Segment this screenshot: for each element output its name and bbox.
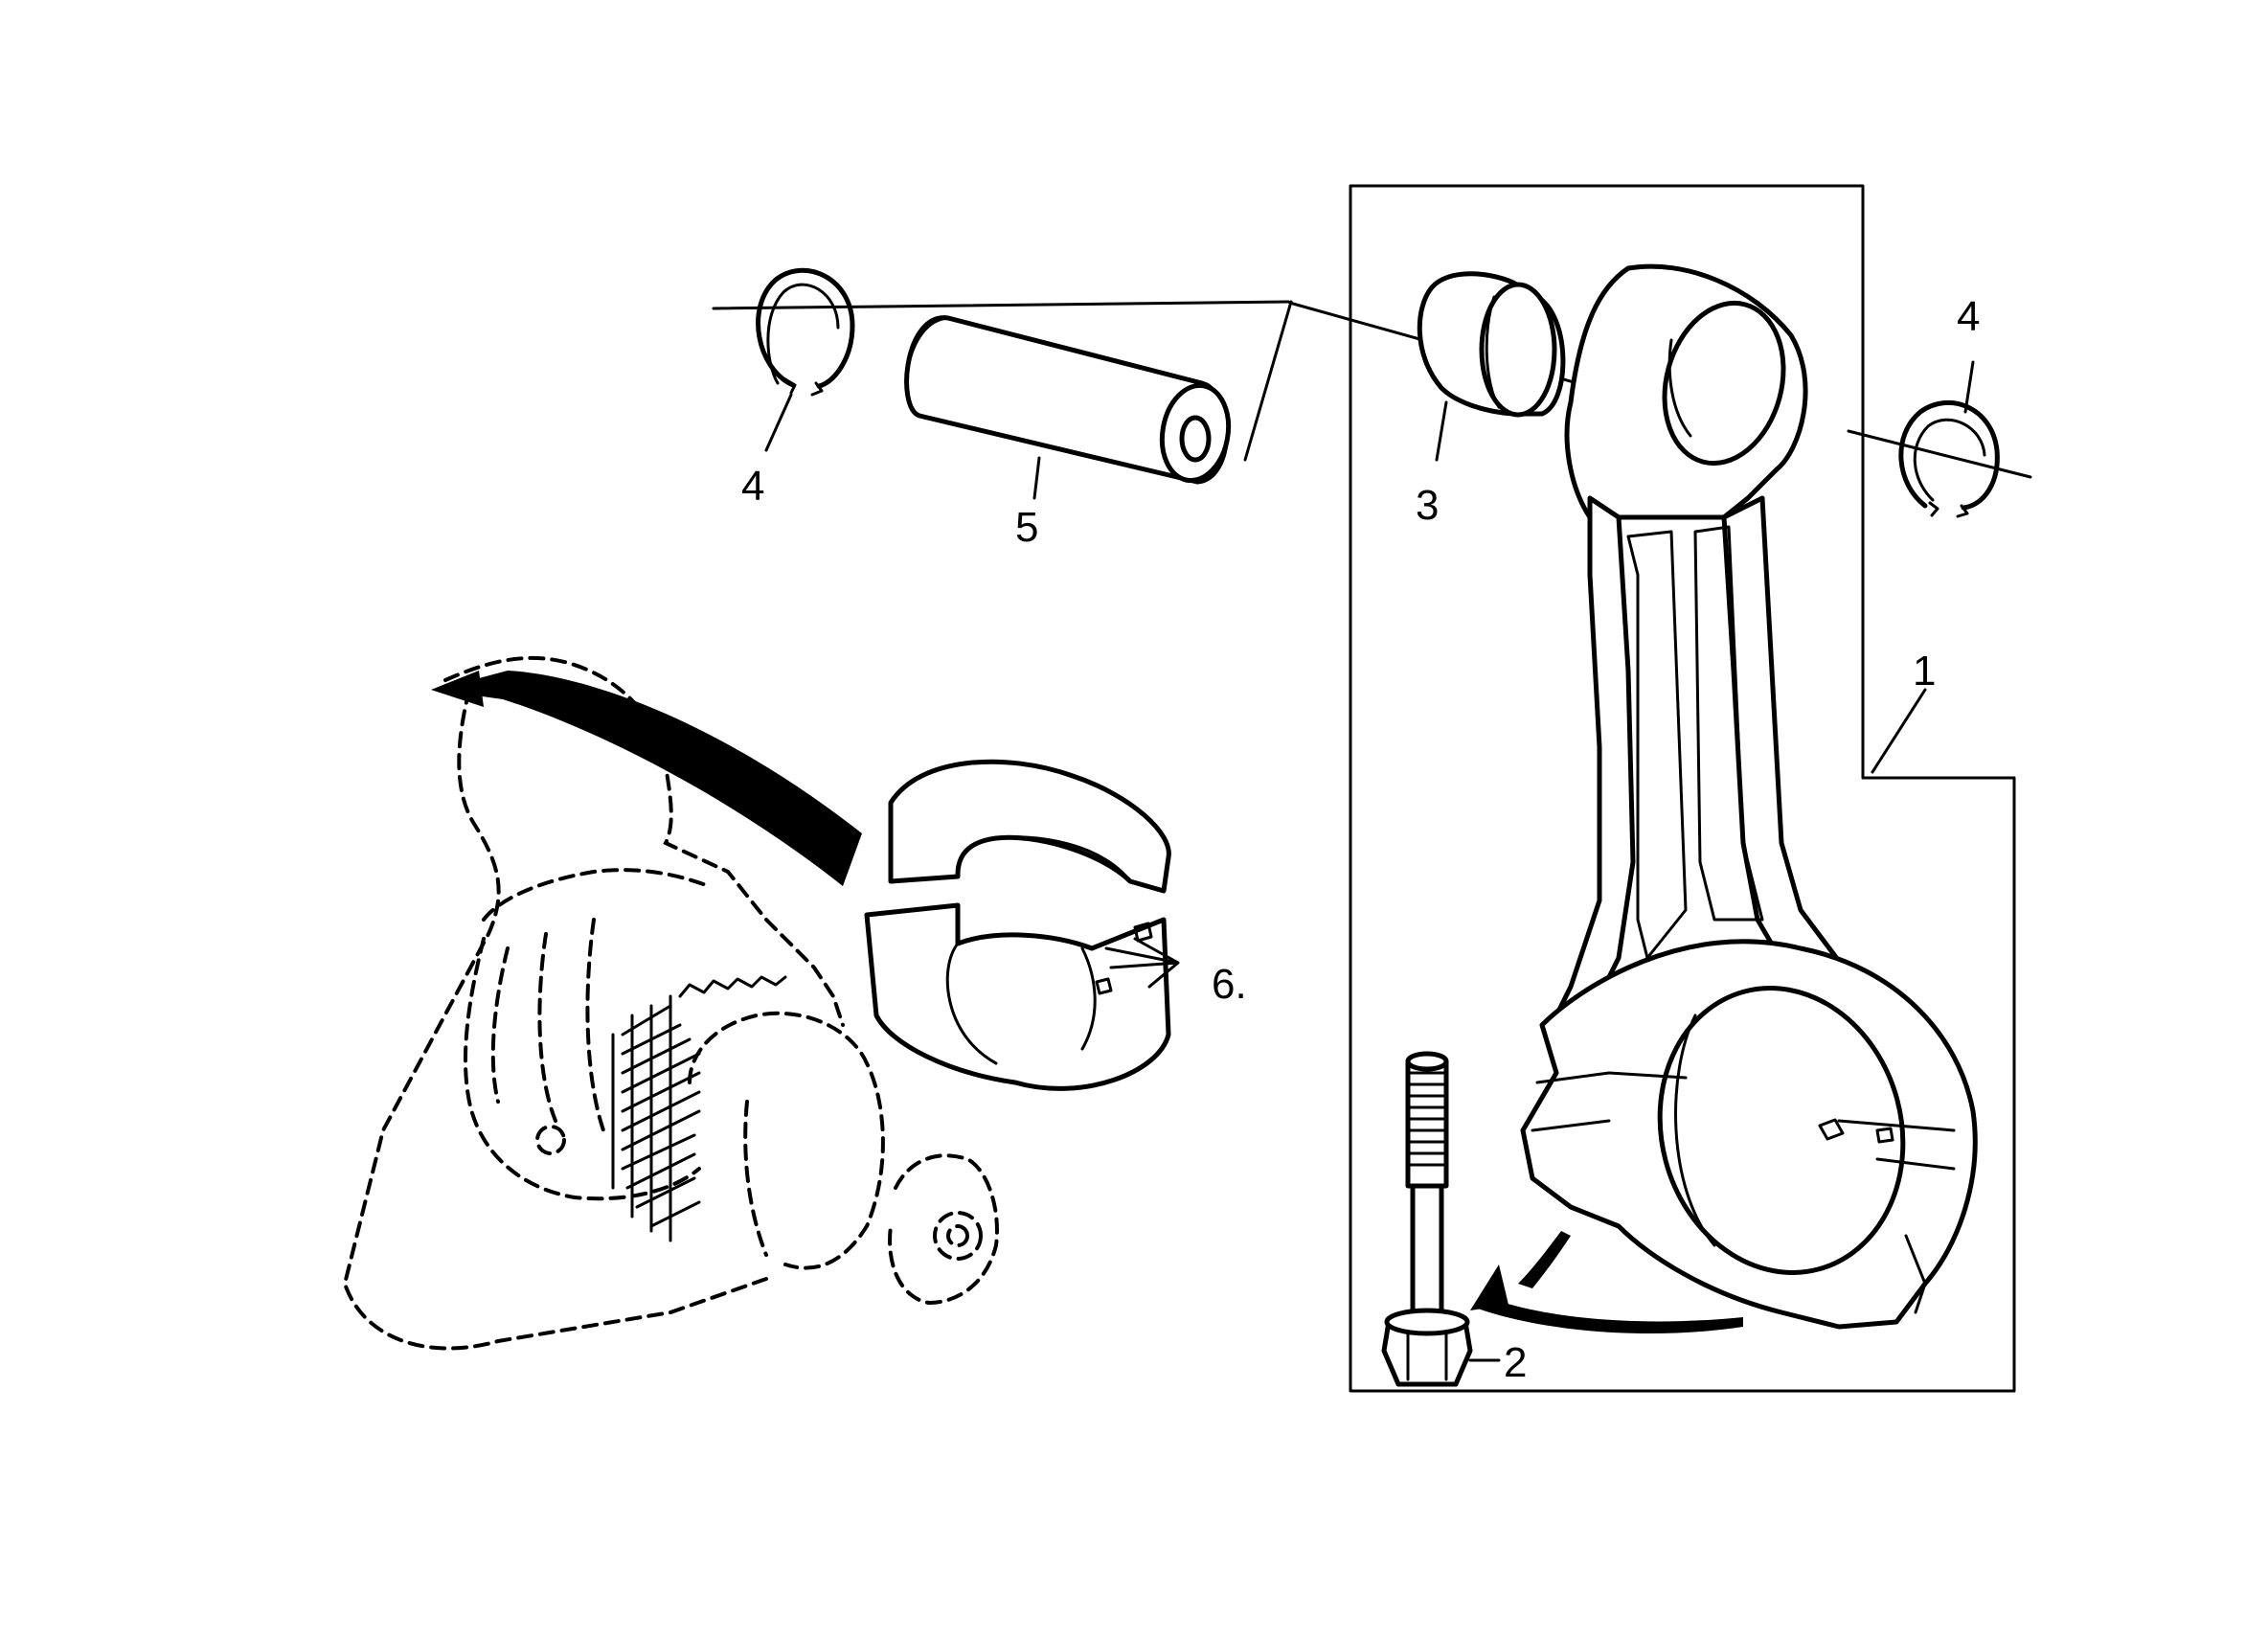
callout-5: 5 <box>1015 504 1038 551</box>
leader-1 <box>1871 688 1927 774</box>
install-direction-arrow <box>431 671 862 886</box>
connecting-rod <box>1470 263 1978 1334</box>
rod-bolt <box>1381 1051 1473 1387</box>
circlip-right <box>1898 400 2000 518</box>
big-end-bearing <box>864 759 1180 1091</box>
small-end-bushing <box>1417 271 1566 418</box>
leader-4-right <box>1963 360 1975 414</box>
callout-1: 1 <box>1913 648 1936 695</box>
circlip-left <box>756 267 855 397</box>
callout-2: 2 <box>1504 1339 1527 1386</box>
crank-gear <box>611 975 787 1242</box>
crankshaft-phantom <box>342 655 999 1351</box>
leader-3 <box>1435 400 1448 462</box>
callout-4-left: 4 <box>741 463 764 510</box>
leader-5 <box>1032 456 1041 500</box>
piston-pin <box>904 315 1232 485</box>
callout-4-right: 4 <box>1957 293 1980 340</box>
callout-6: 6. <box>1212 961 1247 1008</box>
callout-3: 3 <box>1416 482 1439 529</box>
assembly-frame <box>1349 184 2016 1393</box>
pin-axis-jog <box>1243 300 1295 462</box>
leader-4-left <box>764 393 793 452</box>
